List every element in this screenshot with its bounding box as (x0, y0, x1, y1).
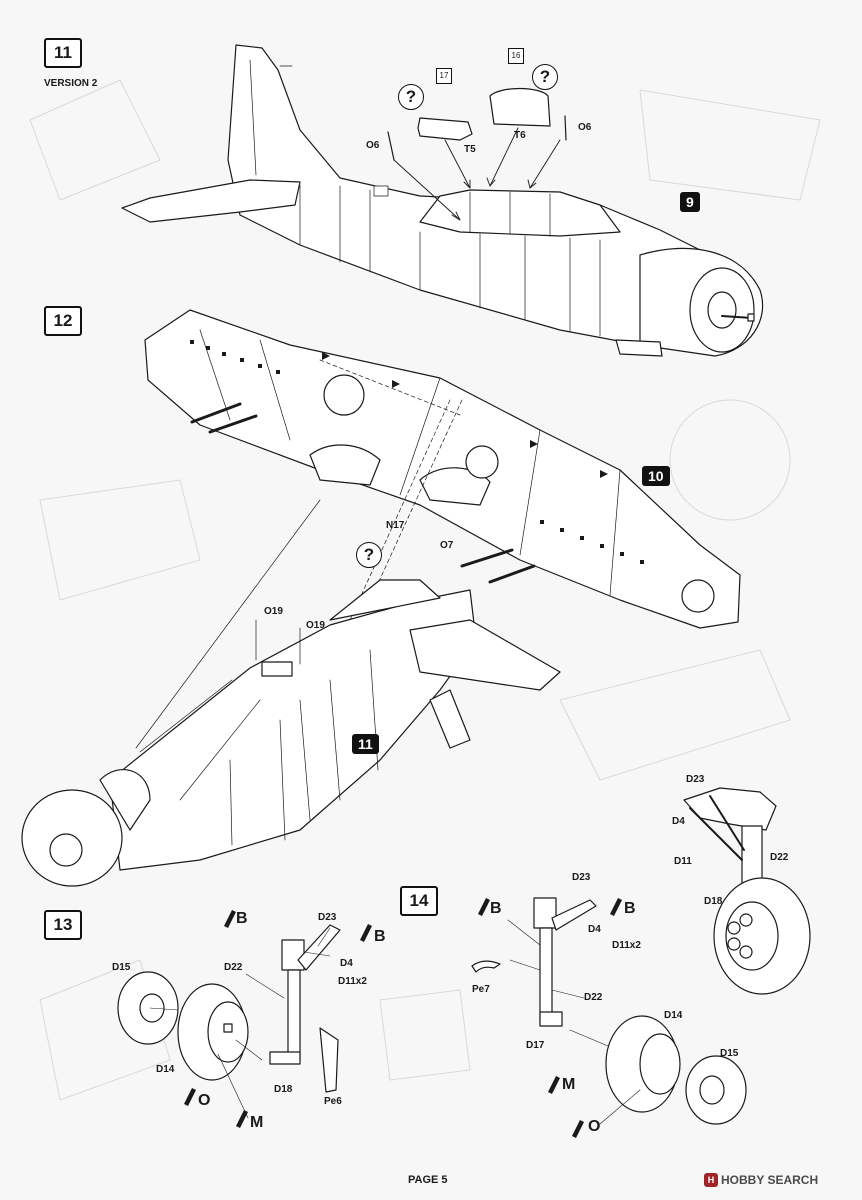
page-number: PAGE 5 (408, 1174, 448, 1186)
paint-callout-m: M (250, 1114, 264, 1131)
paint-callout-b: B (490, 900, 502, 917)
part-label-t5: T5 (464, 144, 476, 155)
part-tag-16: 16 (508, 48, 524, 64)
part-label-o19: O19 (264, 606, 283, 617)
watermark: H HOBBY SEARCH (704, 1173, 818, 1187)
part-label-d4: D4 (672, 816, 685, 827)
fuselage-side-view (121, 44, 764, 357)
step-14-marker: 14 (400, 886, 438, 916)
part-label-d23: D23 (686, 774, 705, 785)
step-13-marker: 13 (44, 910, 82, 940)
part-tag-17: 17 (436, 68, 452, 84)
part-label-d11: D11 (674, 856, 692, 867)
wheel-14 (605, 1015, 747, 1125)
part-label-d11x2: D11x2 (612, 940, 641, 951)
part-label-o19: O19 (306, 620, 325, 631)
leader-lines-13 (149, 927, 331, 1119)
step-12-marker: 12 (44, 306, 82, 336)
part-label-o7: O7 (440, 540, 454, 551)
assembly-arrows (393, 127, 561, 221)
part-label-d15: D15 (112, 962, 131, 973)
gear-strut-13 (269, 924, 341, 1093)
paint-pointers-14 (478, 898, 622, 1138)
part-label-d22: D22 (584, 992, 603, 1003)
fuselage-top-view (21, 579, 561, 887)
part-label-d4: D4 (588, 924, 601, 935)
optional-part-question-icon: ? (398, 84, 424, 110)
part-label-t6: T6 (514, 130, 526, 141)
part-label-d22: D22 (224, 962, 243, 973)
wing-access-panels (190, 340, 644, 564)
part-label-d4: D4 (340, 958, 353, 969)
paint-callout-o: O (588, 1118, 601, 1135)
part-label-n17: N17 (386, 520, 405, 531)
part-label-d23: D23 (572, 872, 591, 883)
wheel-13 (117, 971, 249, 1081)
part-label-pe6: Pe6 (324, 1096, 342, 1107)
gear-strut-14 (471, 897, 597, 1027)
reference-step-10: 10 (642, 466, 670, 486)
hobby-search-logo-icon: H (704, 1173, 718, 1187)
part-label-d17: D17 (526, 1040, 545, 1051)
fuselage-top-lines (135, 499, 379, 846)
wing-drawing (144, 309, 741, 629)
part-label-d18: D18 (704, 896, 723, 907)
faint-background-artwork (29, 79, 821, 1101)
canopy-parts (387, 87, 567, 161)
optional-part-question-icon: ? (532, 64, 558, 90)
part-label-d14: D14 (664, 1010, 683, 1021)
paint-callout-b: B (624, 900, 636, 917)
watermark-text: HOBBY SEARCH (721, 1173, 819, 1187)
part-label-d15: D15 (720, 1048, 739, 1059)
optional-part-question-icon: ? (356, 542, 382, 568)
part-label-d14: D14 (156, 1064, 175, 1075)
reference-step-9: 9 (680, 192, 700, 212)
leader-lines-14 (507, 919, 641, 1125)
part-label-d22: D22 (770, 852, 789, 863)
part-label-o6: O6 (578, 122, 592, 133)
part-label-d11x2: D11x2 (338, 976, 367, 987)
paint-callout-b: B (236, 910, 248, 927)
paint-callout-o: O (198, 1092, 211, 1109)
paint-pointers-13 (184, 910, 372, 1128)
part-label-pe7: Pe7 (472, 984, 490, 995)
paint-callout-b: B (374, 928, 386, 945)
version-label: VERSION 2 (44, 78, 98, 89)
part-label-d18: D18 (274, 1084, 293, 1095)
reference-step-11: 11 (352, 734, 379, 754)
fuselage-panel-lines (249, 59, 601, 337)
paint-callout-m: M (562, 1076, 576, 1093)
gear-detail-view (683, 787, 811, 995)
part-label-d23: D23 (318, 912, 337, 923)
step-11-marker: 11 (44, 38, 82, 68)
part-label-o6: O6 (366, 140, 380, 151)
